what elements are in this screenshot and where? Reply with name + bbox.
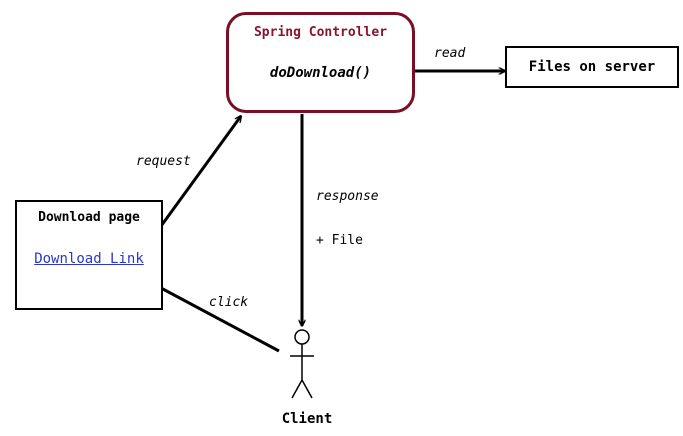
click-arrow bbox=[146, 278, 280, 353]
request-label: request bbox=[136, 154, 191, 169]
download-page-heading: Download page bbox=[38, 210, 140, 225]
file-label: + File bbox=[316, 233, 363, 248]
client-label: Client bbox=[281, 411, 333, 427]
download-link[interactable]: Download Link bbox=[34, 251, 144, 267]
controller-method: doDownload() bbox=[269, 65, 372, 81]
spring-controller-box[interactable]: Spring Controller doDownload() bbox=[226, 12, 415, 113]
client-actor-figure[interactable] bbox=[290, 329, 314, 399]
controller-title: Spring Controller bbox=[253, 25, 388, 40]
read-label: read bbox=[434, 46, 466, 61]
files-label: Files on server bbox=[528, 59, 656, 75]
response-label: response bbox=[316, 189, 379, 204]
request-arrow bbox=[146, 116, 241, 245]
files-on-server-box[interactable]: Files on server bbox=[505, 46, 679, 88]
click-label: click bbox=[209, 295, 249, 310]
download-page-box[interactable]: Download page Download Link bbox=[15, 200, 163, 310]
